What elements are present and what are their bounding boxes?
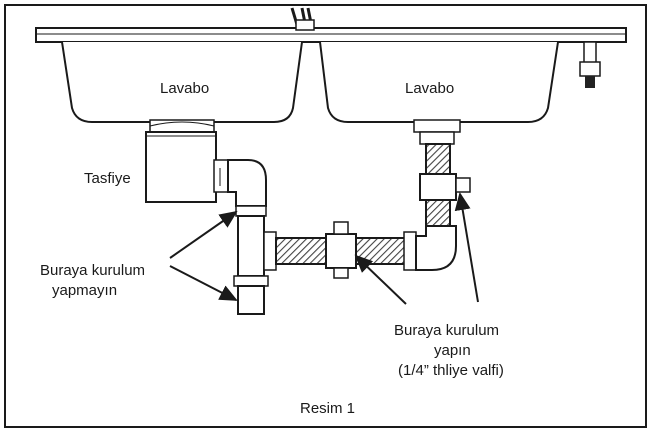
disposer-unit	[145, 119, 217, 203]
figure-caption: Resim 1	[300, 400, 356, 417]
do-not-install-label-line1: Buraya kurulum	[40, 262, 146, 279]
diagram-frame	[4, 4, 647, 428]
left-sink-label: Lavabo	[160, 80, 210, 97]
install-here-label-line1: Buraya kurulum	[394, 322, 500, 339]
install-here-label-line3: (1/4” thliye valfi)	[398, 362, 504, 379]
supply-valve-stub	[579, 41, 601, 88]
countertop	[35, 27, 627, 43]
do-not-install-label-line2: yapmayın	[52, 282, 118, 299]
faucet-stub	[290, 7, 315, 31]
disposer-label: Tasfiye	[84, 170, 131, 187]
right-vertical-pipe	[413, 119, 471, 227]
install-here-label-line2: yapın	[434, 342, 471, 359]
disposer-outlet-elbow	[213, 159, 267, 207]
left-vertical-pipe	[233, 205, 269, 315]
horizontal-pipe	[263, 221, 417, 279]
right-sink-label: Lavabo	[405, 80, 455, 97]
pointer-arrows	[169, 192, 479, 305]
right-elbow	[415, 225, 457, 271]
